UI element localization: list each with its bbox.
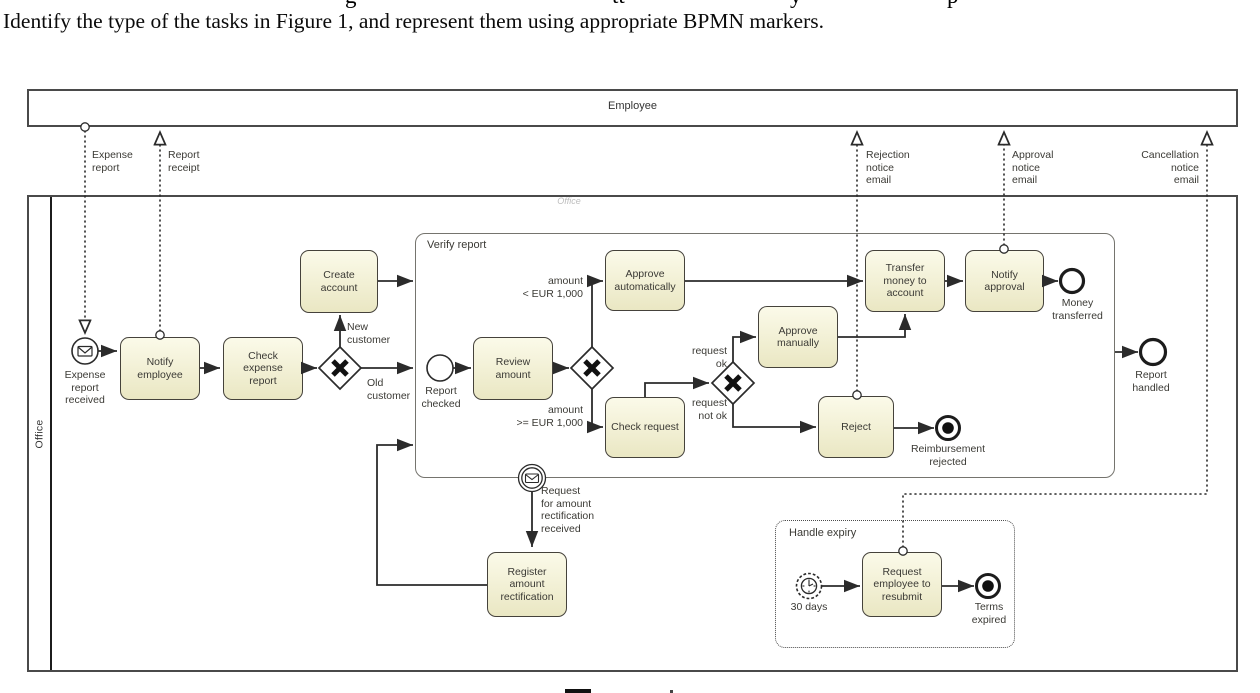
label-amount-gte: amount >= EUR 1,000 [516, 404, 583, 429]
label-new-customer: New customer [347, 321, 391, 346]
label-rectification-received: Request for amount rectification receive… [541, 485, 595, 535]
figure-caption-clip [565, 689, 591, 693]
label-cancellation-notice-flow: Cancellation notice email [1141, 149, 1199, 187]
text-fragment: p [947, 0, 959, 9]
task-check-request: Check request [605, 397, 685, 458]
label-report-receipt-flow: Report receipt [168, 149, 200, 174]
label-report-checked: Report checked [421, 385, 461, 410]
label-rejection-notice-flow: Rejection notice email [866, 149, 910, 187]
figure-caption-clip [670, 690, 673, 693]
task-approve-manually: Approve manually [758, 306, 838, 368]
label-approval-notice-flow: Approval notice email [1012, 149, 1054, 187]
label-amount-lt: amount < EUR 1,000 [522, 275, 583, 300]
pool-office-label-band: Office [29, 197, 52, 670]
task-reject: Reject [818, 396, 894, 458]
pool-employee-label: Employee [608, 100, 657, 112]
task-notify-employee: Notify employee [120, 337, 200, 400]
task-check-expense-report: Check expense report [223, 337, 303, 400]
task-transfer-money: Transfer money to account [865, 250, 945, 312]
label-money-transferred: Money transferred [1052, 297, 1103, 322]
task-approve-automatically: Approve automatically [605, 250, 685, 311]
label-30-days: 30 days [790, 601, 828, 613]
text-fragment: y [790, 0, 802, 9]
label-terms-expired: Terms expired [971, 601, 1007, 626]
office-watermark: Office [557, 196, 581, 206]
label-request-not-ok: request not ok [691, 397, 727, 422]
question-text: Identify the type of the tasks in Figure… [3, 9, 824, 33]
text-fragment: tt [612, 0, 625, 9]
label-report-handled: Report handled [1132, 369, 1170, 394]
text-fragment: g [345, 0, 357, 9]
label-reimbursement-rejected: Reimbursement rejected [910, 443, 986, 468]
clipped-text-line: g tt y p [0, 0, 1260, 9]
subprocess-verify-report-label: Verify report [427, 239, 487, 251]
task-register-rectification: Register amount rectification [487, 552, 567, 617]
label-expense-report-flow: Expense report [92, 149, 133, 174]
task-request-resubmit: Request employee to resubmit [862, 552, 942, 617]
label-request-ok: request ok [691, 345, 727, 370]
pool-office-label: Office [33, 418, 46, 449]
task-create-account: Create account [300, 250, 378, 313]
pool-employee: Employee [27, 89, 1238, 127]
task-review-amount: Review amount [473, 337, 553, 400]
subprocess-handle-expiry-label: Handle expiry [789, 527, 857, 539]
label-old-customer: Old customer [367, 377, 411, 402]
label-expense-report-received: Expense report received [64, 369, 106, 407]
